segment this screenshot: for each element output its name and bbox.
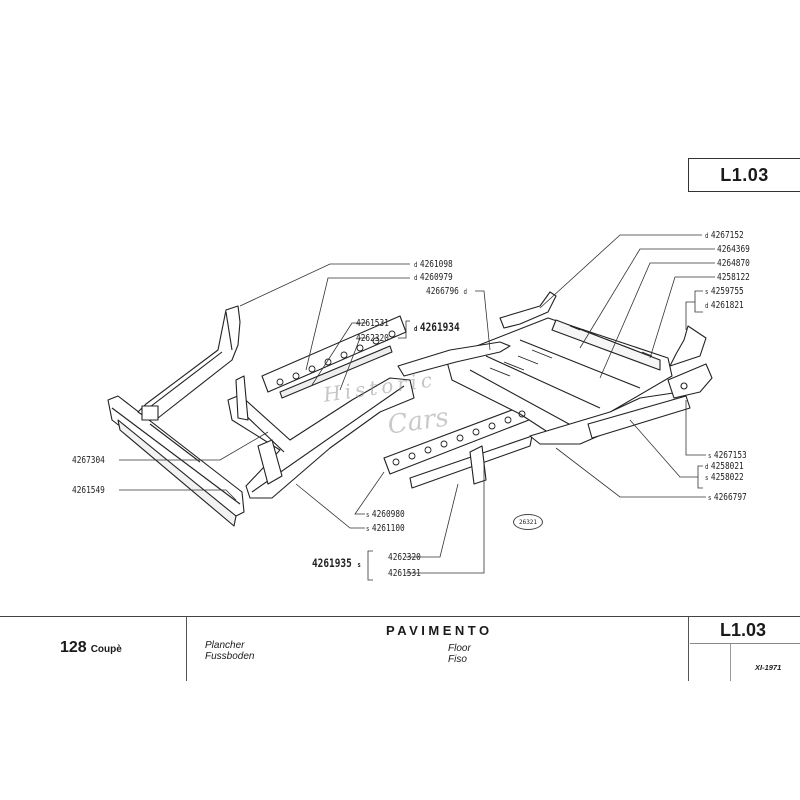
footer-divider xyxy=(730,644,731,681)
section-title: PAVIMENTO xyxy=(386,623,493,638)
part-label: 4261531 xyxy=(388,568,421,579)
sill-holes xyxy=(276,330,526,466)
rear-brackets-part xyxy=(667,325,713,399)
footer-sheet-code: L1.03 xyxy=(720,620,767,640)
part-label: 4264369 xyxy=(717,244,750,255)
part-label: 4267304 xyxy=(72,455,105,466)
drawing-number-stamp: 26321 xyxy=(513,514,543,530)
footer-divider xyxy=(0,616,800,617)
sheet-code-box: L1.03 xyxy=(688,158,800,192)
center-long-rail-part xyxy=(397,341,511,377)
part-label: 4258122 xyxy=(717,272,750,283)
part-label: 4262320 xyxy=(356,333,389,344)
footer-divider xyxy=(690,643,800,644)
footer-divider xyxy=(186,617,187,681)
center-tunnel-part xyxy=(227,375,415,499)
part-label: 4264870 xyxy=(717,258,750,269)
part-label: 4261935 s xyxy=(312,556,361,570)
part-label: 4261549 xyxy=(72,485,105,496)
front-side-rail-part xyxy=(137,305,241,421)
sheet-code: L1.03 xyxy=(720,164,769,185)
title-translations-right: Floor Fiso xyxy=(448,643,471,665)
rear-rail-part xyxy=(529,391,691,445)
part-label: 4266796 d xyxy=(426,286,467,297)
revision-date: XI-1971 xyxy=(755,663,782,672)
exploded-floor-diagram xyxy=(107,234,715,581)
front-crossmember-part xyxy=(107,395,245,527)
part-label: 4261531 xyxy=(356,318,389,329)
floor-slots xyxy=(489,325,653,377)
part-label: 4262320 xyxy=(388,552,421,563)
floor-bracket-part xyxy=(499,291,557,329)
title-translations-left: Plancher Fussboden xyxy=(205,640,255,662)
leader-lines xyxy=(119,234,715,581)
footer-divider xyxy=(688,617,689,681)
right-sill-part xyxy=(383,403,535,489)
